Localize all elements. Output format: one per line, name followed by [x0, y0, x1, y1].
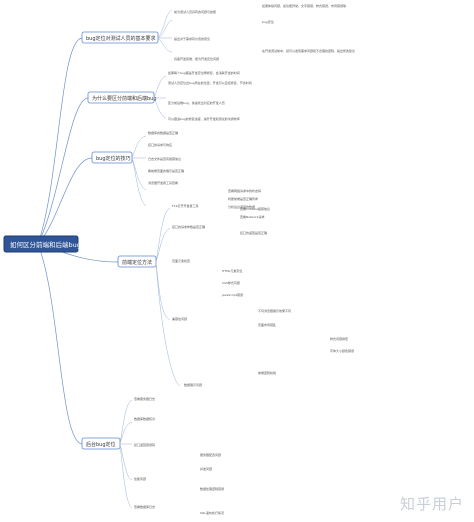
- branch-1: bug定位对测试人员的基本要求 如果体验问题，如功能异常，文字错误，样式错误，布…: [81, 3, 355, 61]
- b3-leaf-7: 分析后台返回的数据: [228, 204, 255, 209]
- b3-leaf-3: 看前端页面的展示是否正确: [148, 168, 184, 173]
- branch-3-label: bug定位的技巧: [96, 155, 131, 162]
- branch-2: 为什么要区分前端和后端bug 如果每个bug都是开发定位再修复，会消耗开发的时间…: [87, 70, 252, 121]
- b4-leaf-1: 查看Console报错信息: [240, 206, 270, 211]
- b5-leaf-8: SQL语句执行情况: [200, 510, 224, 515]
- b1-leaf-3: 提出对于需求有价值的意见: [174, 36, 210, 41]
- b2-leaf-3: 可以跟进bug的修复进度，提升开发和测试的沟通效率: [168, 116, 240, 121]
- b3-leaf-2: 日志文件是否有报错信息: [148, 156, 181, 161]
- branch-1-connector: [157, 9, 173, 53]
- b3-leaf-5: 查看网络请求中的状态码: [228, 188, 261, 193]
- b4-leaf-15: 前端逻辑校验: [258, 370, 276, 375]
- b4-leaf-8: JavaScript错误: [221, 292, 243, 297]
- branch-4-connector: [155, 207, 181, 387]
- b5-leaf-0: 查看服务器日志: [134, 396, 155, 401]
- b5-leaf-7: 查看数据库日志: [134, 504, 155, 509]
- branch-5-label: 后台bug定位: [86, 441, 116, 448]
- b4-leaf-2: 查看Network请求: [240, 214, 265, 219]
- b1-leaf-2: bug定位: [262, 19, 274, 24]
- trunk-line-1: [37, 37, 83, 245]
- b1-leaf-5: 具备开发思维，能为开发定位问题: [174, 56, 219, 61]
- b4-leaf-0: F12打开开发者工具: [172, 203, 199, 208]
- b3-leaf-0: 数据库的数据是否正确: [148, 130, 178, 135]
- branch-1-label: bug定位对测试人员的基本要求: [86, 35, 156, 42]
- b3-leaf-4: 浏览器开发者工具查看: [148, 180, 178, 185]
- b4-leaf-13: 字体大小颜色错误: [330, 348, 354, 353]
- root-label: 如何区分前端和后端bug: [10, 240, 81, 249]
- b5-leaf-4: 性能问题: [134, 476, 146, 481]
- b1-leaf-0: 如果体验问题，如功能异常，文字错误，样式错误，布局错误等: [262, 3, 346, 8]
- branch-5-connector: [119, 399, 133, 509]
- b4-leaf-14: 数据展示问题: [184, 382, 202, 387]
- root-box[interactable]: [3, 235, 79, 253]
- b2-leaf-0: 如果每个bug都是开发定位再修复，会消耗开发的时间: [168, 70, 240, 75]
- branch-4: 前端定位方法 F12打开开发者工具 查看Console报错信息 查看Networ…: [117, 203, 354, 387]
- b4-leaf-12: 样式问题排查: [330, 336, 348, 341]
- b4-leaf-5: 页面元素检查: [172, 258, 190, 263]
- b4-leaf-3: 接口的请求参数是否正确: [172, 224, 205, 229]
- trunk-line-5: [37, 243, 83, 445]
- b4-leaf-7: CSS样式问题: [222, 280, 240, 285]
- b3-leaf-1: 接口的请求与响应: [148, 142, 172, 147]
- b5-leaf-6: 数据处理逻辑错误: [200, 486, 224, 491]
- branch-2-connector: [153, 75, 167, 119]
- b5-leaf-2: 接口返回错误码: [134, 442, 155, 447]
- b5-leaf-3: 服务器配置问题: [200, 452, 221, 457]
- b4-leaf-9: 兼容性问题: [172, 316, 187, 321]
- branch-2-label: 为什么要区分前端和后端bug: [92, 95, 157, 102]
- b2-leaf-1: 测试人员定位出bug所在的位置，开发可以直接修复，节省时间: [168, 80, 252, 85]
- branch-5: 后台bug定位 查看服务器日志 数据库数据核对 接口返回错误码 服务器配置问题 …: [81, 396, 224, 515]
- b3-leaf-6: 判断前端是否正确传参: [228, 196, 258, 201]
- trunk-line-3: [37, 157, 93, 245]
- watermark: 知乎用户: [399, 495, 464, 513]
- branch-4-label: 前端定位方法: [122, 259, 152, 266]
- b4-leaf-6: HTML元素定位: [222, 268, 242, 273]
- branch-1-box[interactable]: [81, 31, 159, 44]
- b4-leaf-10: 不同浏览器展示效果不同: [258, 308, 291, 313]
- b5-leaf-1: 数据库数据核对: [134, 416, 155, 421]
- b4-leaf-4: 接口的返回是否正确: [240, 230, 267, 235]
- b2-leaf-2: 区分前后端bug，快速找出对应的开发人员: [168, 100, 225, 105]
- branch-3-connector: [131, 135, 147, 207]
- b4-leaf-11: 页面布局错乱: [258, 322, 276, 327]
- b1-leaf-4: 在开发调试前中，就可以发现需求问题和不合理的逻辑，提出修改建议: [262, 48, 355, 53]
- b5-leaf-5: 并发问题: [200, 466, 212, 471]
- b1-leaf-1: 前为测试人员具有的问题与技能: [174, 9, 216, 14]
- branch-3: bug定位的技巧 数据库的数据是否正确 接口的请求与响应 日志文件是否有报错信息…: [91, 130, 261, 209]
- trunk-line-2: [37, 97, 89, 245]
